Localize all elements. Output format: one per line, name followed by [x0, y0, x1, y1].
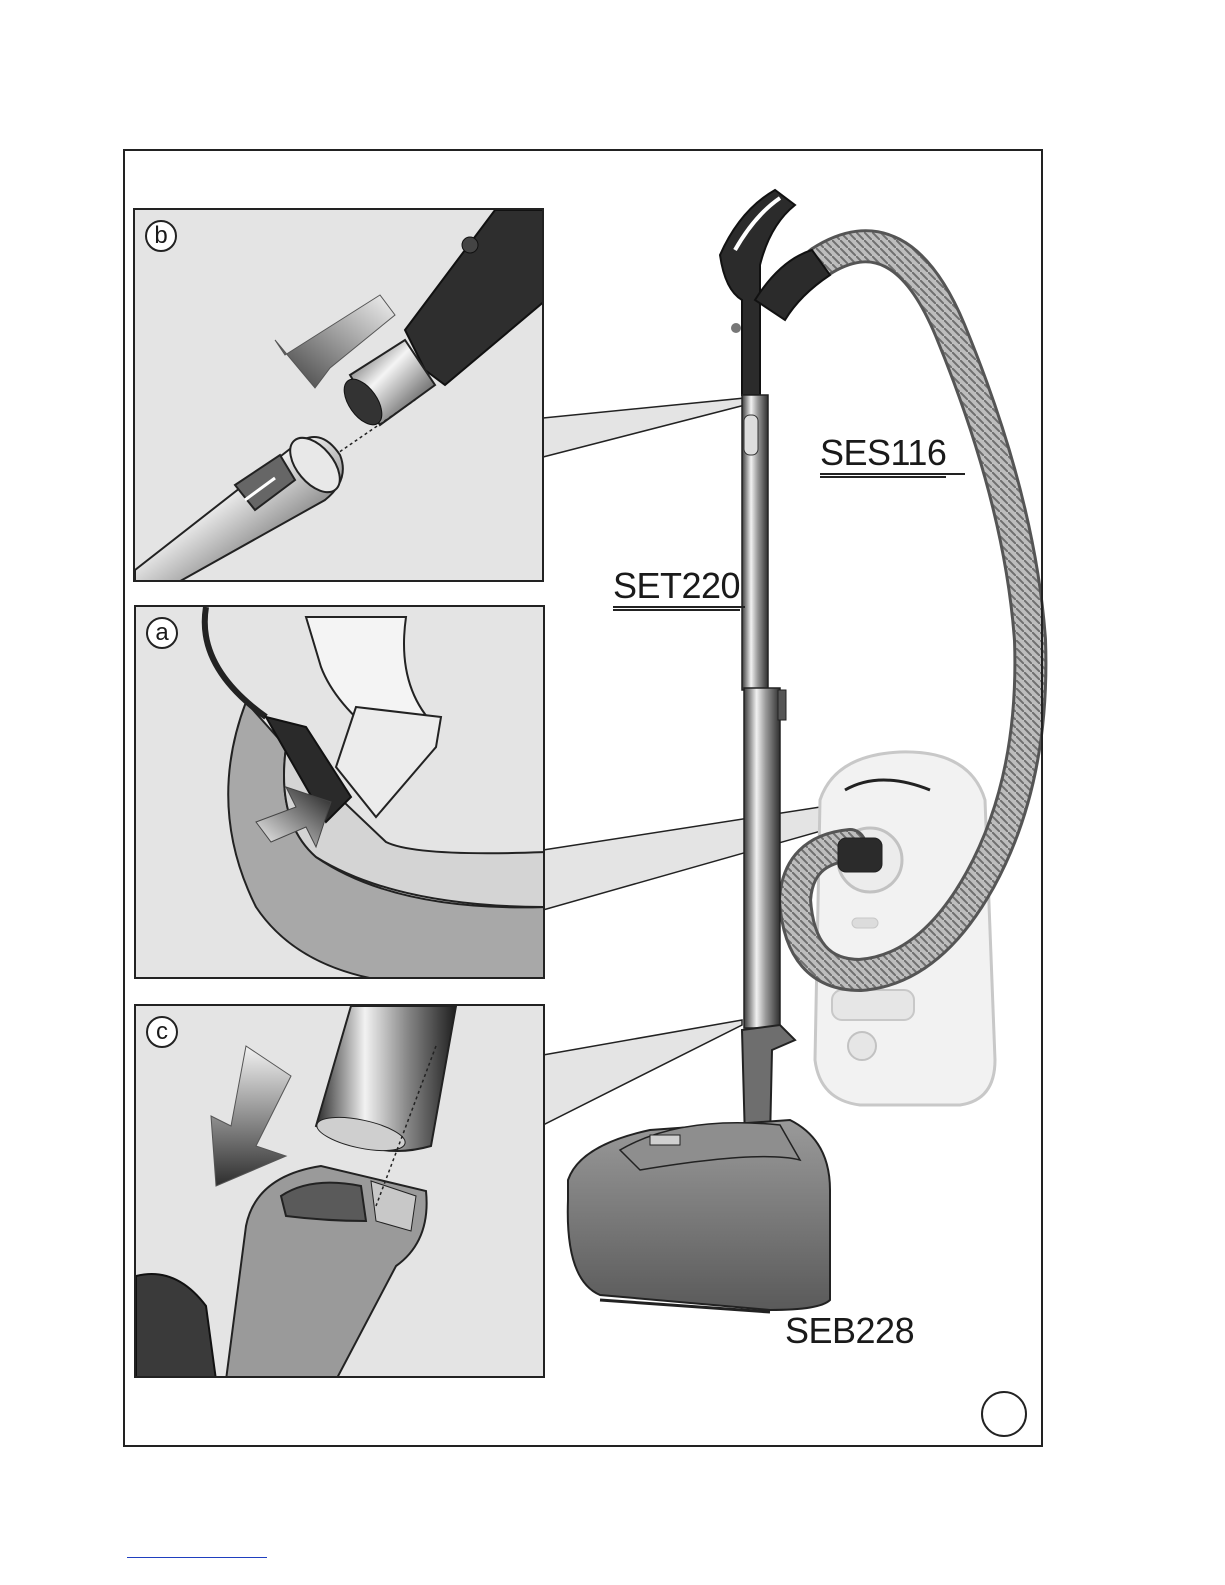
- detail-panel-a: a: [134, 605, 545, 979]
- panel-letter-b: b: [145, 220, 177, 252]
- label-hose: SES116: [820, 432, 946, 478]
- label-tube: SET220: [613, 565, 740, 611]
- bottom-link-underline[interactable]: [127, 1557, 267, 1558]
- panel-letter-a: a: [146, 617, 178, 649]
- detail-c-illustration: [136, 1006, 545, 1378]
- page-indicator-circle: [981, 1391, 1027, 1437]
- label-floorhead: SEB228: [785, 1310, 914, 1352]
- detail-panel-c: c: [134, 1004, 545, 1378]
- panel-letter-c: c: [146, 1016, 178, 1048]
- detail-b-illustration: [135, 210, 544, 582]
- detail-panel-b: b: [133, 208, 544, 582]
- detail-a-illustration: [136, 607, 545, 979]
